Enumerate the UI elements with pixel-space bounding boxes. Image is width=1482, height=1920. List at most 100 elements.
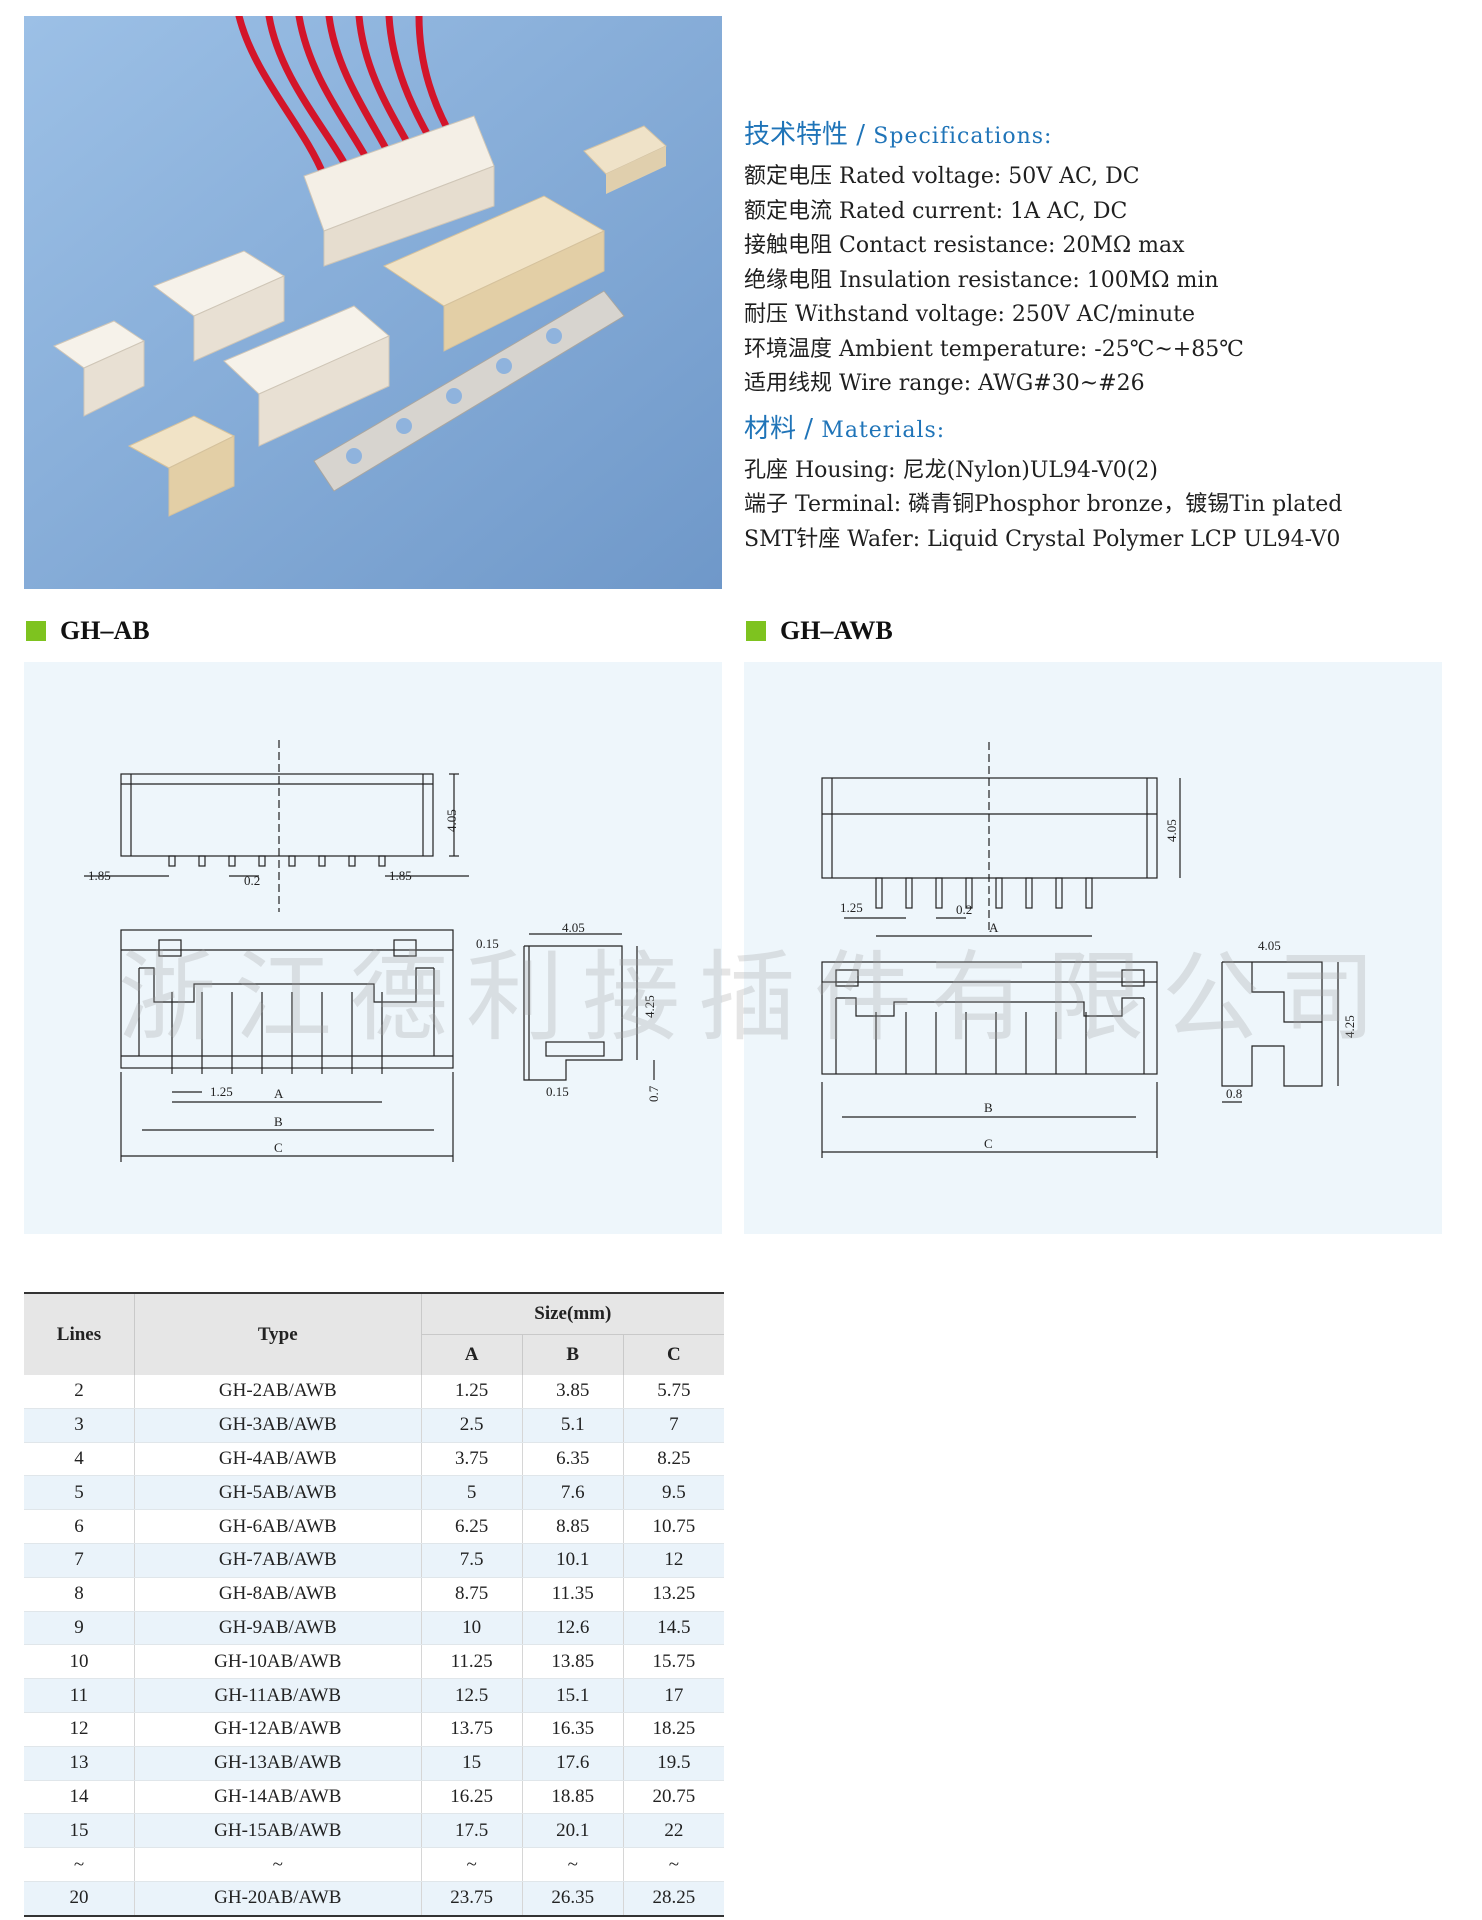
cell-b: 8.85 <box>522 1509 624 1544</box>
cell-c: 14.5 <box>623 1611 724 1646</box>
cell-lines: 4 <box>24 1442 135 1477</box>
cell-c: 12 <box>623 1543 724 1578</box>
cell-b: 16.35 <box>522 1712 624 1747</box>
cell-lines: 3 <box>24 1408 135 1443</box>
dim-label: 0.15 <box>546 1084 569 1099</box>
cell-lines: ~ <box>24 1847 135 1882</box>
cell-a: 6.25 <box>421 1509 523 1544</box>
cell-a: 7.5 <box>421 1543 523 1578</box>
cell-a: 8.75 <box>421 1577 523 1612</box>
material-housing: 孔座 Housing: 尼龙(Nylon)UL94-V0(2) <box>744 457 1158 483</box>
housing-top <box>303 115 495 267</box>
cell-c: 28.25 <box>623 1881 724 1917</box>
dim-label: 4.05 <box>1164 819 1179 842</box>
spec-ambient-temperature: 环境温度 Ambient temperature: -25℃~+85℃ <box>744 336 1244 362</box>
cell-b: 6.35 <box>522 1442 624 1477</box>
cell-c: 13.25 <box>623 1577 724 1612</box>
dim-label: 4.05 <box>562 920 585 935</box>
cell-type: GH-11AB/AWB <box>134 1678 422 1713</box>
cell-c: 10.75 <box>623 1509 724 1544</box>
spec-withstand-voltage: 耐压 Withstand voltage: 250V AC/minute <box>744 302 1196 327</box>
cell-a: 15 <box>421 1746 523 1781</box>
cell-type: GH-9AB/AWB <box>134 1611 422 1646</box>
dim-label: 1.85 <box>389 868 412 883</box>
specifications-block: 技术特性 / Specifications: 额定电压 Rated voltag… <box>744 118 1464 557</box>
cell-type: GH-12AB/AWB <box>134 1712 422 1747</box>
material-terminal: 端子 Terminal: 磷青铜Phosphor bronze，镀锡Tin pl… <box>744 492 1343 517</box>
cell-lines: 5 <box>24 1475 135 1511</box>
cell-lines: 8 <box>24 1577 135 1612</box>
cell-lines: 2 <box>24 1375 135 1409</box>
spec-wire-range: 适用线规 Wire range: AWG#30~#26 <box>744 371 1145 396</box>
green-square-marker <box>26 621 46 641</box>
dim-label: 4.25 <box>642 995 657 1018</box>
cell-type: GH-3AB/AWB <box>134 1408 422 1443</box>
dim-label: 0.7 <box>646 1085 661 1102</box>
cell-c: 17 <box>623 1678 724 1713</box>
dim-label: 0.2 <box>956 902 972 917</box>
cell-b: 13.85 <box>522 1644 624 1680</box>
model-title-gh-ab: GH–AB <box>26 616 150 646</box>
drawing-panel-gh-awb: 1.25 0.2 A 4.05 4.05 4.25 0.8 B C <box>744 662 1442 1234</box>
cell-b: 3.85 <box>522 1375 624 1409</box>
cell-b: 12.6 <box>522 1611 624 1646</box>
cell-b: 18.85 <box>522 1780 624 1815</box>
cell-type: GH-7AB/AWB <box>134 1543 422 1578</box>
model-title-gh-awb-text: GH–AWB <box>780 616 893 645</box>
cell-a: 13.75 <box>421 1712 523 1747</box>
cell-b: 17.6 <box>522 1746 624 1781</box>
drawing-panel-gh-ab: 1.85 1.85 0.2 4.05 0.15 4.05 4.25 0.15 0… <box>24 662 722 1234</box>
connector-photo-illustration <box>24 16 722 589</box>
cell-type: GH-15AB/AWB <box>134 1813 422 1849</box>
cell-lines: 12 <box>24 1712 135 1747</box>
cell-c: 7 <box>623 1408 724 1443</box>
spec-insulation-resistance: 绝缘电阻 Insulation resistance: 100MΩ min <box>744 267 1219 293</box>
spec-contact-resistance: 接触电阻 Contact resistance: 20MΩ max <box>744 233 1185 258</box>
header-c: C <box>623 1334 724 1375</box>
spec-rated-current: 额定电流 Rated current: 1A AC, DC <box>744 198 1128 224</box>
cell-type: GH-4AB/AWB <box>134 1442 422 1477</box>
dim-label-b: B <box>274 1114 283 1129</box>
cell-type: GH-20AB/AWB <box>134 1881 422 1917</box>
model-title-gh-ab-text: GH–AB <box>60 616 150 645</box>
dim-label-c: C <box>274 1140 283 1155</box>
header-size: Size(mm) <box>421 1292 724 1335</box>
dim-label: 1.25 <box>210 1084 233 1099</box>
awb-top-pins <box>875 877 1093 909</box>
cell-a: 1.25 <box>421 1375 523 1409</box>
header-b: B <box>522 1334 624 1375</box>
header-a: A <box>421 1334 523 1375</box>
cell-a: 3.75 <box>421 1442 523 1477</box>
dim-label: 4.25 <box>1342 1015 1357 1038</box>
cell-lines: 14 <box>24 1780 135 1815</box>
cell-b: 7.6 <box>522 1475 624 1511</box>
ab-front-pins <box>171 992 383 1074</box>
cell-type: GH-14AB/AWB <box>134 1780 422 1815</box>
dim-label: 0.15 <box>476 936 499 951</box>
dim-label: 1.25 <box>840 900 863 915</box>
table-row: ~~~~~ <box>24 1847 724 1882</box>
housing-mid <box>152 250 286 362</box>
cell-c: 22 <box>623 1813 724 1849</box>
cell-lines: 13 <box>24 1746 135 1781</box>
specifications-heading-en: Specifications: <box>873 124 1053 149</box>
cell-b: 15.1 <box>522 1678 624 1713</box>
technical-drawing-gh-ab: 1.85 1.85 0.2 4.05 0.15 4.05 4.25 0.15 0… <box>84 740 661 1162</box>
cell-a: 16.25 <box>421 1780 523 1815</box>
cell-c: 20.75 <box>623 1780 724 1815</box>
red-wires <box>235 16 458 180</box>
cell-c: 19.5 <box>623 1746 724 1781</box>
cell-c: 9.5 <box>623 1475 724 1511</box>
header-type: Type <box>134 1292 422 1375</box>
